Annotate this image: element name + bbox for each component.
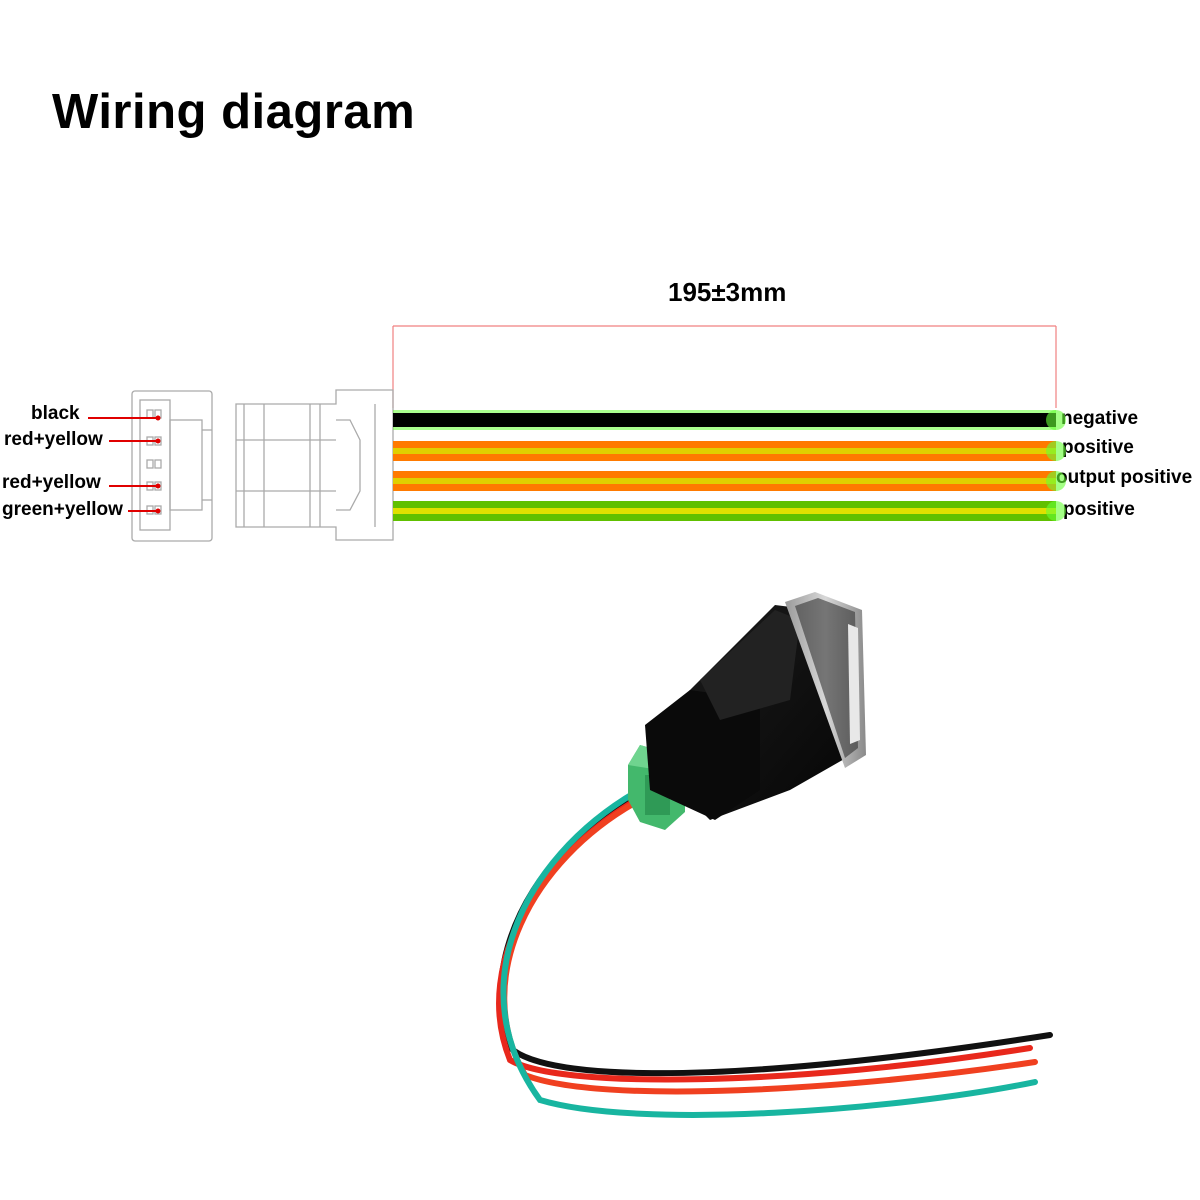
wire-label-output-positive: output positive	[1056, 467, 1193, 488]
pin-leader-lines	[88, 417, 158, 512]
wire-positive-1	[393, 441, 1066, 461]
wire-label-negative: negative	[1061, 408, 1139, 429]
length-dimension-label: 195±3mm	[668, 277, 787, 307]
pin-label-black: black	[31, 403, 80, 424]
wire-positive-2	[393, 501, 1066, 521]
page-title: Wiring diagram	[52, 85, 416, 139]
plug-housing-drawing	[235, 389, 394, 541]
pin-connector-drawing	[131, 390, 213, 542]
wire-label-positive-2: positive	[1063, 499, 1135, 520]
pin-label-red-yellow-2: red+yellow	[2, 472, 101, 493]
pin-label-red-yellow-1: red+yellow	[4, 429, 103, 450]
wire-negative	[393, 410, 1066, 430]
wire-label-positive-1: positive	[1062, 437, 1134, 458]
wire-output-positive	[393, 471, 1066, 491]
dimension-bracket	[392, 325, 1057, 408]
switch-photo	[496, 592, 1053, 1118]
pin-label-green-yellow: green+yellow	[2, 499, 123, 520]
